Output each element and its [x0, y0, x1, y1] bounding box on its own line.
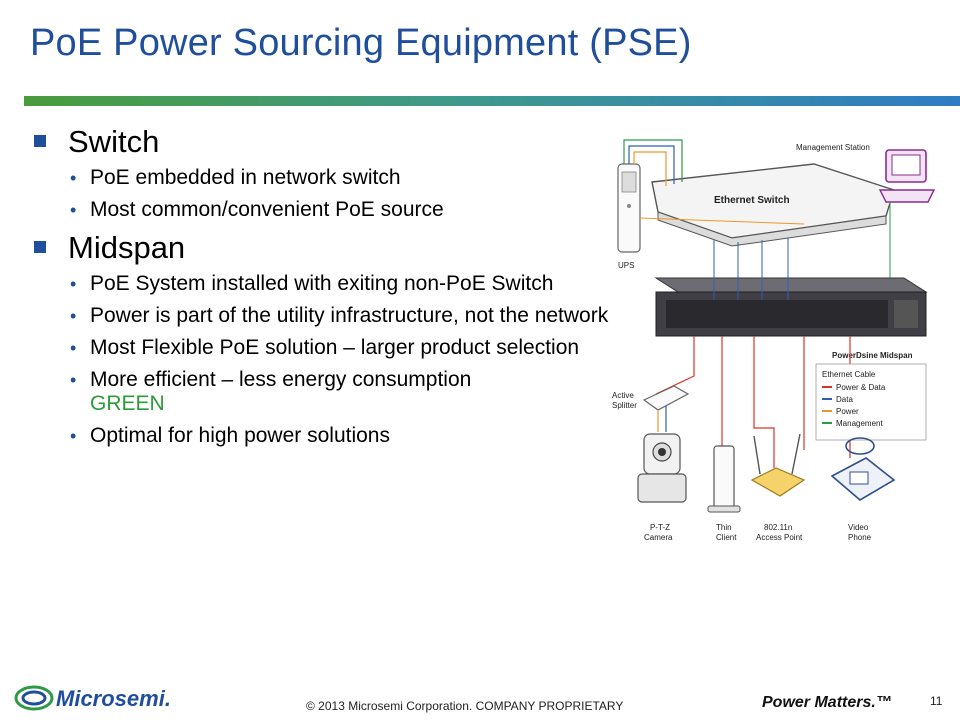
dot-bullet-icon: • [70, 274, 77, 294]
device-label-line1: 802.11n [764, 523, 792, 532]
device-label-line2: Phone [848, 533, 872, 542]
sub-bullet: • Power is part of the utility infrastru… [32, 304, 610, 328]
dot-bullet-icon: • [70, 370, 77, 390]
sub-bullet: • Optimal for high power solutions [32, 424, 610, 448]
dot-bullet-icon: • [70, 426, 77, 446]
legend-item: Management [836, 419, 883, 428]
midspan-label: PowerDsine Midspan [832, 351, 913, 360]
microsemi-logo-graphic: Microsemi. [14, 685, 171, 711]
sub-bullet-text: Most common/convenient PoE source [90, 198, 444, 221]
thin-client-icon [707, 445, 741, 513]
bullet-heading: Midspan [68, 230, 186, 265]
device-label-line2: Client [716, 533, 737, 542]
dot-bullet-icon: • [70, 168, 77, 188]
legend-item: Data [836, 395, 853, 404]
device-label-line1: Thin [716, 523, 732, 532]
midspan-device-icon [654, 277, 928, 337]
page-number: 11 [930, 694, 943, 708]
ethernet-switch-label: Ethernet Switch [714, 195, 790, 206]
copyright-text: © 2013 Microsemi Corporation. COMPANY PR… [306, 699, 624, 713]
title-underline-bar [24, 96, 960, 106]
square-bullet-icon [34, 241, 46, 253]
sub-bullet: • PoE embedded in network switch [32, 166, 612, 190]
ups-label: UPS [618, 261, 634, 270]
ups-icon [617, 163, 641, 253]
sub-bullet: • PoE System installed with exiting non-… [32, 272, 610, 296]
sub-bullet-text: Most Flexible PoE solution – larger prod… [90, 336, 580, 359]
bullet-midspan: Midspan [32, 230, 612, 266]
video-phone-icon [830, 437, 896, 501]
bullet-list: Switch • PoE embedded in network switch … [32, 124, 612, 456]
active-splitter-icon [642, 385, 690, 432]
sub-bullet-text: PoE embedded in network switch [90, 166, 401, 189]
management-station-label: Management Station [796, 143, 870, 152]
dot-bullet-icon: • [70, 306, 77, 326]
legend-item: Power & Data [836, 383, 886, 392]
device-label-line1: P-T-Z [650, 523, 670, 532]
device-label-line2: Camera [644, 533, 673, 542]
cable-legend [815, 363, 927, 441]
device-label-line2: Access Point [756, 533, 803, 542]
ptz-camera-icon [637, 433, 687, 503]
tagline-text: Power Matters.™ [762, 694, 892, 711]
sub-bullet-text: Power is part of the utility infrastruct… [90, 304, 609, 327]
sub-bullet: • Most common/convenient PoE source [32, 198, 612, 222]
dot-bullet-icon: • [70, 338, 77, 358]
poe-network-diagram: UPS Ethernet Switch Management Station P… [612, 139, 936, 542]
green-highlight: GREEN [90, 392, 165, 415]
bullet-switch: Switch [32, 124, 612, 160]
device-label-line1: Video [848, 523, 869, 532]
dot-bullet-icon: • [70, 200, 77, 220]
active-splitter-label-line1: Active [612, 391, 634, 400]
sub-bullet-text: PoE System installed with exiting non-Po… [90, 272, 554, 295]
logo-wordmark: Microsemi. [56, 686, 171, 711]
management-station-icon [878, 149, 936, 203]
sub-bullet-text: More efficient – less energy consumption [90, 368, 472, 391]
square-bullet-icon [34, 135, 46, 147]
active-splitter-label-line2: Splitter [612, 401, 637, 410]
access-point-icon [750, 433, 806, 497]
bullet-heading: Switch [68, 124, 160, 159]
sub-bullet: • Most Flexible PoE solution – larger pr… [32, 336, 610, 360]
slide-title: PoE Power Sourcing Equipment (PSE) [30, 22, 692, 64]
sub-bullet-text: Optimal for high power solutions [90, 424, 390, 447]
microsemi-logo: Microsemi. [14, 682, 184, 719]
sub-bullet: • More efficient – less energy consumpti… [32, 368, 610, 416]
legend-item: Power [836, 407, 859, 416]
ethernet-switch-icon [651, 163, 895, 247]
legend-title: Ethernet Cable [822, 370, 876, 379]
